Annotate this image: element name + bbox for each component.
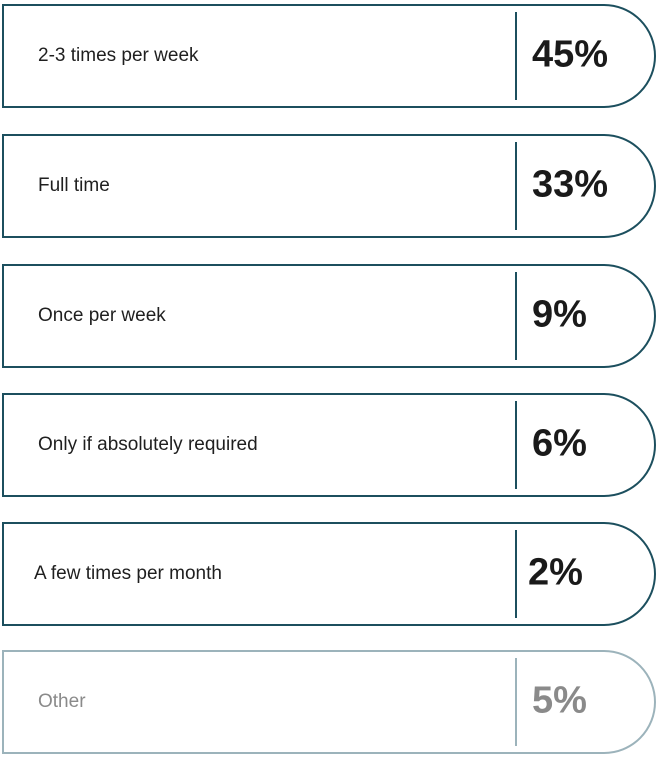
row-divider: [515, 401, 517, 489]
chart-row: Full time 33%: [2, 134, 656, 238]
category-label: Only if absolutely required: [38, 434, 258, 455]
percentage-value: 6%: [532, 422, 587, 465]
chart-row: 2-3 times per week 45%: [2, 4, 656, 108]
row-divider: [515, 142, 517, 230]
percentage-value: 5%: [532, 679, 587, 722]
category-label: Full time: [38, 175, 110, 196]
chart-row: Once per week 9%: [2, 264, 656, 368]
chart-row: A few times per month 2%: [2, 522, 656, 626]
category-label: Other: [38, 691, 86, 712]
percentage-value: 9%: [532, 293, 587, 336]
percentage-value: 45%: [532, 33, 609, 76]
row-divider: [515, 530, 517, 618]
percentage-value: 2%: [528, 551, 583, 594]
percentage-value: 33%: [532, 163, 609, 206]
chart-row: Other 5%: [2, 650, 656, 754]
category-label: 2-3 times per week: [38, 45, 199, 66]
row-divider: [515, 658, 517, 746]
row-divider: [515, 12, 517, 100]
chart-row: Only if absolutely required 6%: [2, 393, 656, 497]
category-label: Once per week: [38, 305, 166, 326]
category-label: A few times per month: [34, 563, 222, 584]
row-divider: [515, 272, 517, 360]
